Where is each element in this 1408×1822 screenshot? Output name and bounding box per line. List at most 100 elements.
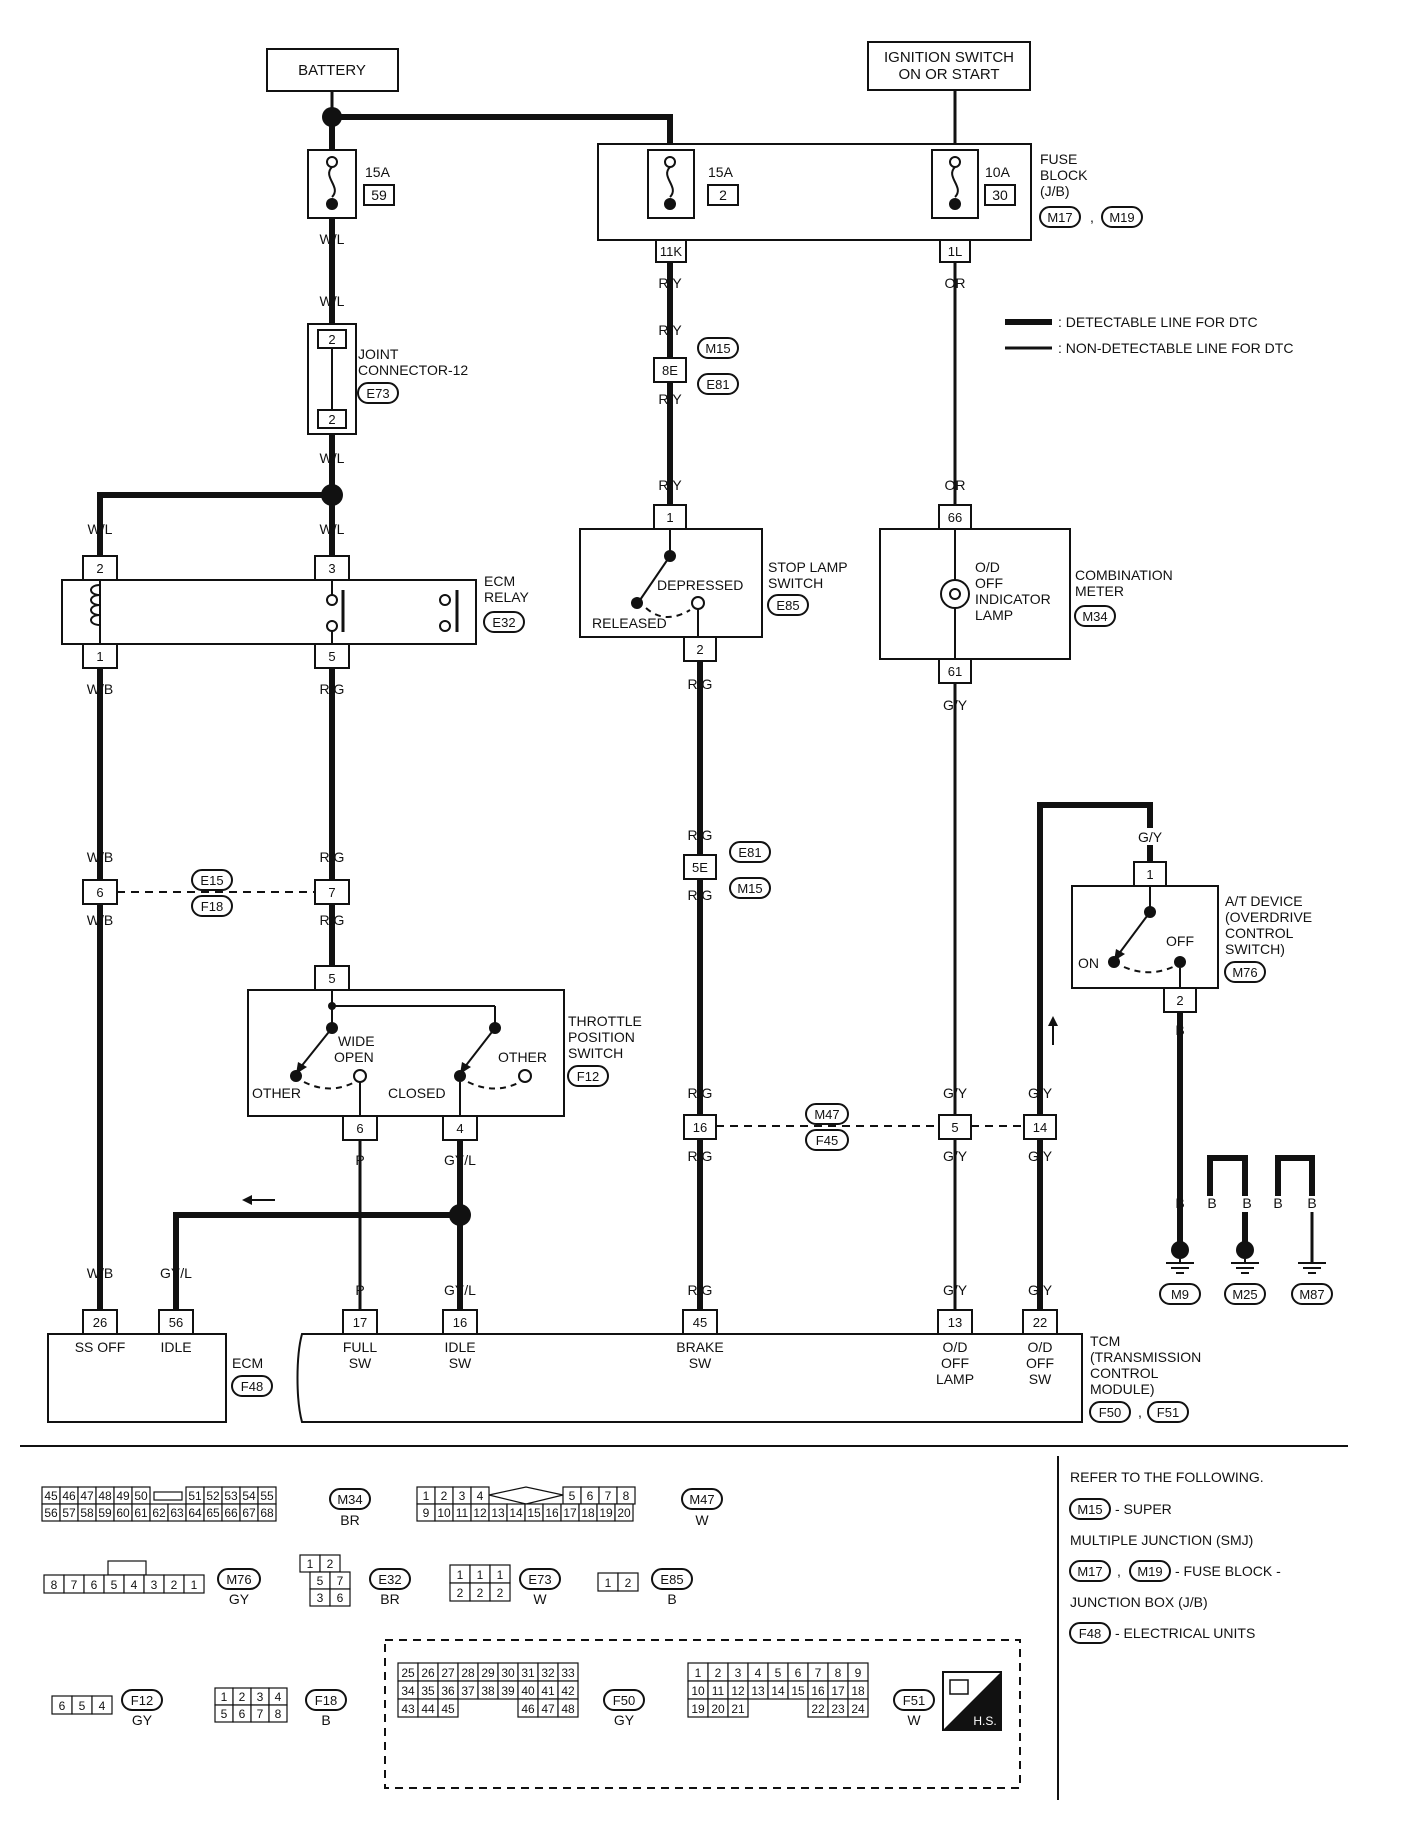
m47-pin: 2	[441, 1489, 448, 1503]
at-device-box	[1071, 885, 1219, 989]
tcm-box	[296, 1333, 1083, 1423]
f18-pin: 3	[257, 1690, 264, 1704]
f51-pin: 6	[795, 1666, 802, 1680]
comma-1: ,	[1090, 209, 1094, 225]
meter-lamp-3: INDICATOR	[975, 591, 1051, 607]
ecm-name: ECM	[232, 1355, 263, 1371]
ecm-idle: IDLE	[160, 1339, 191, 1355]
m76-pin: 3	[151, 1578, 158, 1592]
wire-gy-7: G/Y	[1028, 1148, 1053, 1164]
m47-pin: 9	[423, 1506, 430, 1520]
face-f50-id: F50	[613, 1693, 635, 1708]
m34-pin: 66	[224, 1506, 238, 1520]
m47-pin: 14	[509, 1506, 523, 1520]
face-e32-color: BR	[380, 1591, 399, 1607]
f51-pin: 3	[735, 1666, 742, 1680]
f50-pin: 35	[421, 1684, 435, 1698]
tps-label-3: SWITCH	[568, 1045, 623, 1061]
m34-lock	[153, 1491, 183, 1501]
f50-cell	[437, 1698, 459, 1718]
tcm-label-2: (TRANSMISSION	[1090, 1349, 1201, 1365]
stop-label-1: STOP LAMP	[768, 559, 848, 575]
wire-rg-10: R/G	[688, 1282, 713, 1298]
f51-pin: 11	[712, 1684, 725, 1698]
f18-pin: 7	[257, 1707, 264, 1721]
m34-pin: 55	[260, 1489, 274, 1503]
m34-pin: 64	[188, 1506, 202, 1520]
face-f18-color: B	[321, 1712, 330, 1728]
e73-cell	[489, 1582, 511, 1602]
f18-pin: 8	[275, 1707, 282, 1721]
wire-p-2: P	[355, 1282, 364, 1298]
face-f12-id: F12	[131, 1693, 153, 1708]
meter-lamp-2: OFF	[975, 575, 1003, 591]
f51-pin: 14	[771, 1684, 785, 1698]
ground-m87: M87	[1299, 1287, 1324, 1302]
relay-pin-5: 5	[328, 649, 335, 664]
m34-pin: 52	[206, 1489, 220, 1503]
f18-pin: 6	[239, 1707, 246, 1721]
tps-label-2: POSITION	[568, 1029, 635, 1045]
tps-pin-6: 6	[356, 1121, 363, 1136]
m47-pin: 13	[491, 1506, 505, 1520]
face-e85-id: E85	[660, 1572, 683, 1587]
tcm-odl-3: LAMP	[936, 1371, 974, 1387]
e73-pin: 1	[477, 1568, 484, 1582]
pin-1l: 1L	[948, 244, 962, 259]
m47-pin: 4	[477, 1489, 484, 1503]
face-f12-color: GY	[132, 1712, 153, 1728]
tps-other-2: OTHER	[498, 1049, 547, 1065]
face-e85-color: B	[667, 1591, 676, 1607]
hs-label: H.S.	[973, 1714, 996, 1728]
wire-rg-4: R/G	[688, 676, 713, 692]
f12-cell	[91, 1695, 113, 1715]
e32-cell	[329, 1588, 351, 1607]
face-m34-color: BR	[340, 1512, 359, 1528]
ecm-pin-26: 26	[93, 1315, 107, 1330]
m47-cell	[614, 1503, 634, 1522]
at-off: OFF	[1166, 933, 1194, 949]
face-e32-id: E32	[378, 1572, 401, 1587]
f50-pin: 32	[541, 1666, 555, 1680]
f51-pin: 5	[775, 1666, 782, 1680]
wire-gy-8: G/Y	[1028, 1282, 1053, 1298]
f51-pin: 10	[691, 1684, 705, 1698]
tcm-full-1: FULL	[343, 1339, 377, 1355]
e15-pin-6: 6	[96, 885, 103, 900]
refer-text-2b: JUNCTION BOX (J/B)	[1070, 1594, 1208, 1610]
f51-pin: 15	[791, 1684, 805, 1698]
f50-pin: 29	[481, 1666, 495, 1680]
wire-ry-1: R/Y	[658, 275, 682, 291]
f50-pin: 28	[461, 1666, 475, 1680]
f18-pin: 5	[221, 1707, 228, 1721]
tps-pin-5: 5	[328, 971, 335, 986]
meter-conn-m34: M34	[1082, 609, 1107, 624]
legend-non-detectable: : NON-DETECTABLE LINE FOR DTC	[1058, 340, 1293, 356]
meter-pin-66: 66	[948, 510, 962, 525]
m47-pin-14: 14	[1033, 1120, 1047, 1135]
fuse-block-label-1: FUSE	[1040, 151, 1077, 167]
smj1-pin: 8E	[662, 363, 678, 378]
m76-pin: 8	[51, 1578, 58, 1592]
refer-conn-m15: M15	[1077, 1502, 1102, 1517]
f50-pin: 30	[501, 1666, 515, 1680]
fuse-block-conn-m17: M17	[1047, 210, 1072, 225]
m47-pin-5: 5	[951, 1120, 958, 1135]
f12-pin: 5	[79, 1699, 86, 1713]
fuse-59-num: 59	[371, 187, 387, 203]
f50-pin: 39	[501, 1684, 515, 1698]
m34-pin: 48	[98, 1489, 112, 1503]
stop-conn-e85: E85	[776, 598, 799, 613]
e32-pin: 3	[317, 1591, 324, 1605]
tps-closed: CLOSED	[388, 1085, 446, 1101]
f51-pin: 12	[731, 1684, 745, 1698]
e73-pin: 1	[457, 1568, 464, 1582]
m34-pin: 56	[44, 1506, 58, 1520]
wire-gyl-2: GY/L	[444, 1282, 476, 1298]
tcm-pin-45: 45	[693, 1315, 707, 1330]
face-m47-color: W	[695, 1512, 709, 1528]
face-e73-id: E73	[528, 1572, 551, 1587]
smj2-conn-1: E81	[738, 845, 761, 860]
f18-cell	[268, 1704, 288, 1723]
